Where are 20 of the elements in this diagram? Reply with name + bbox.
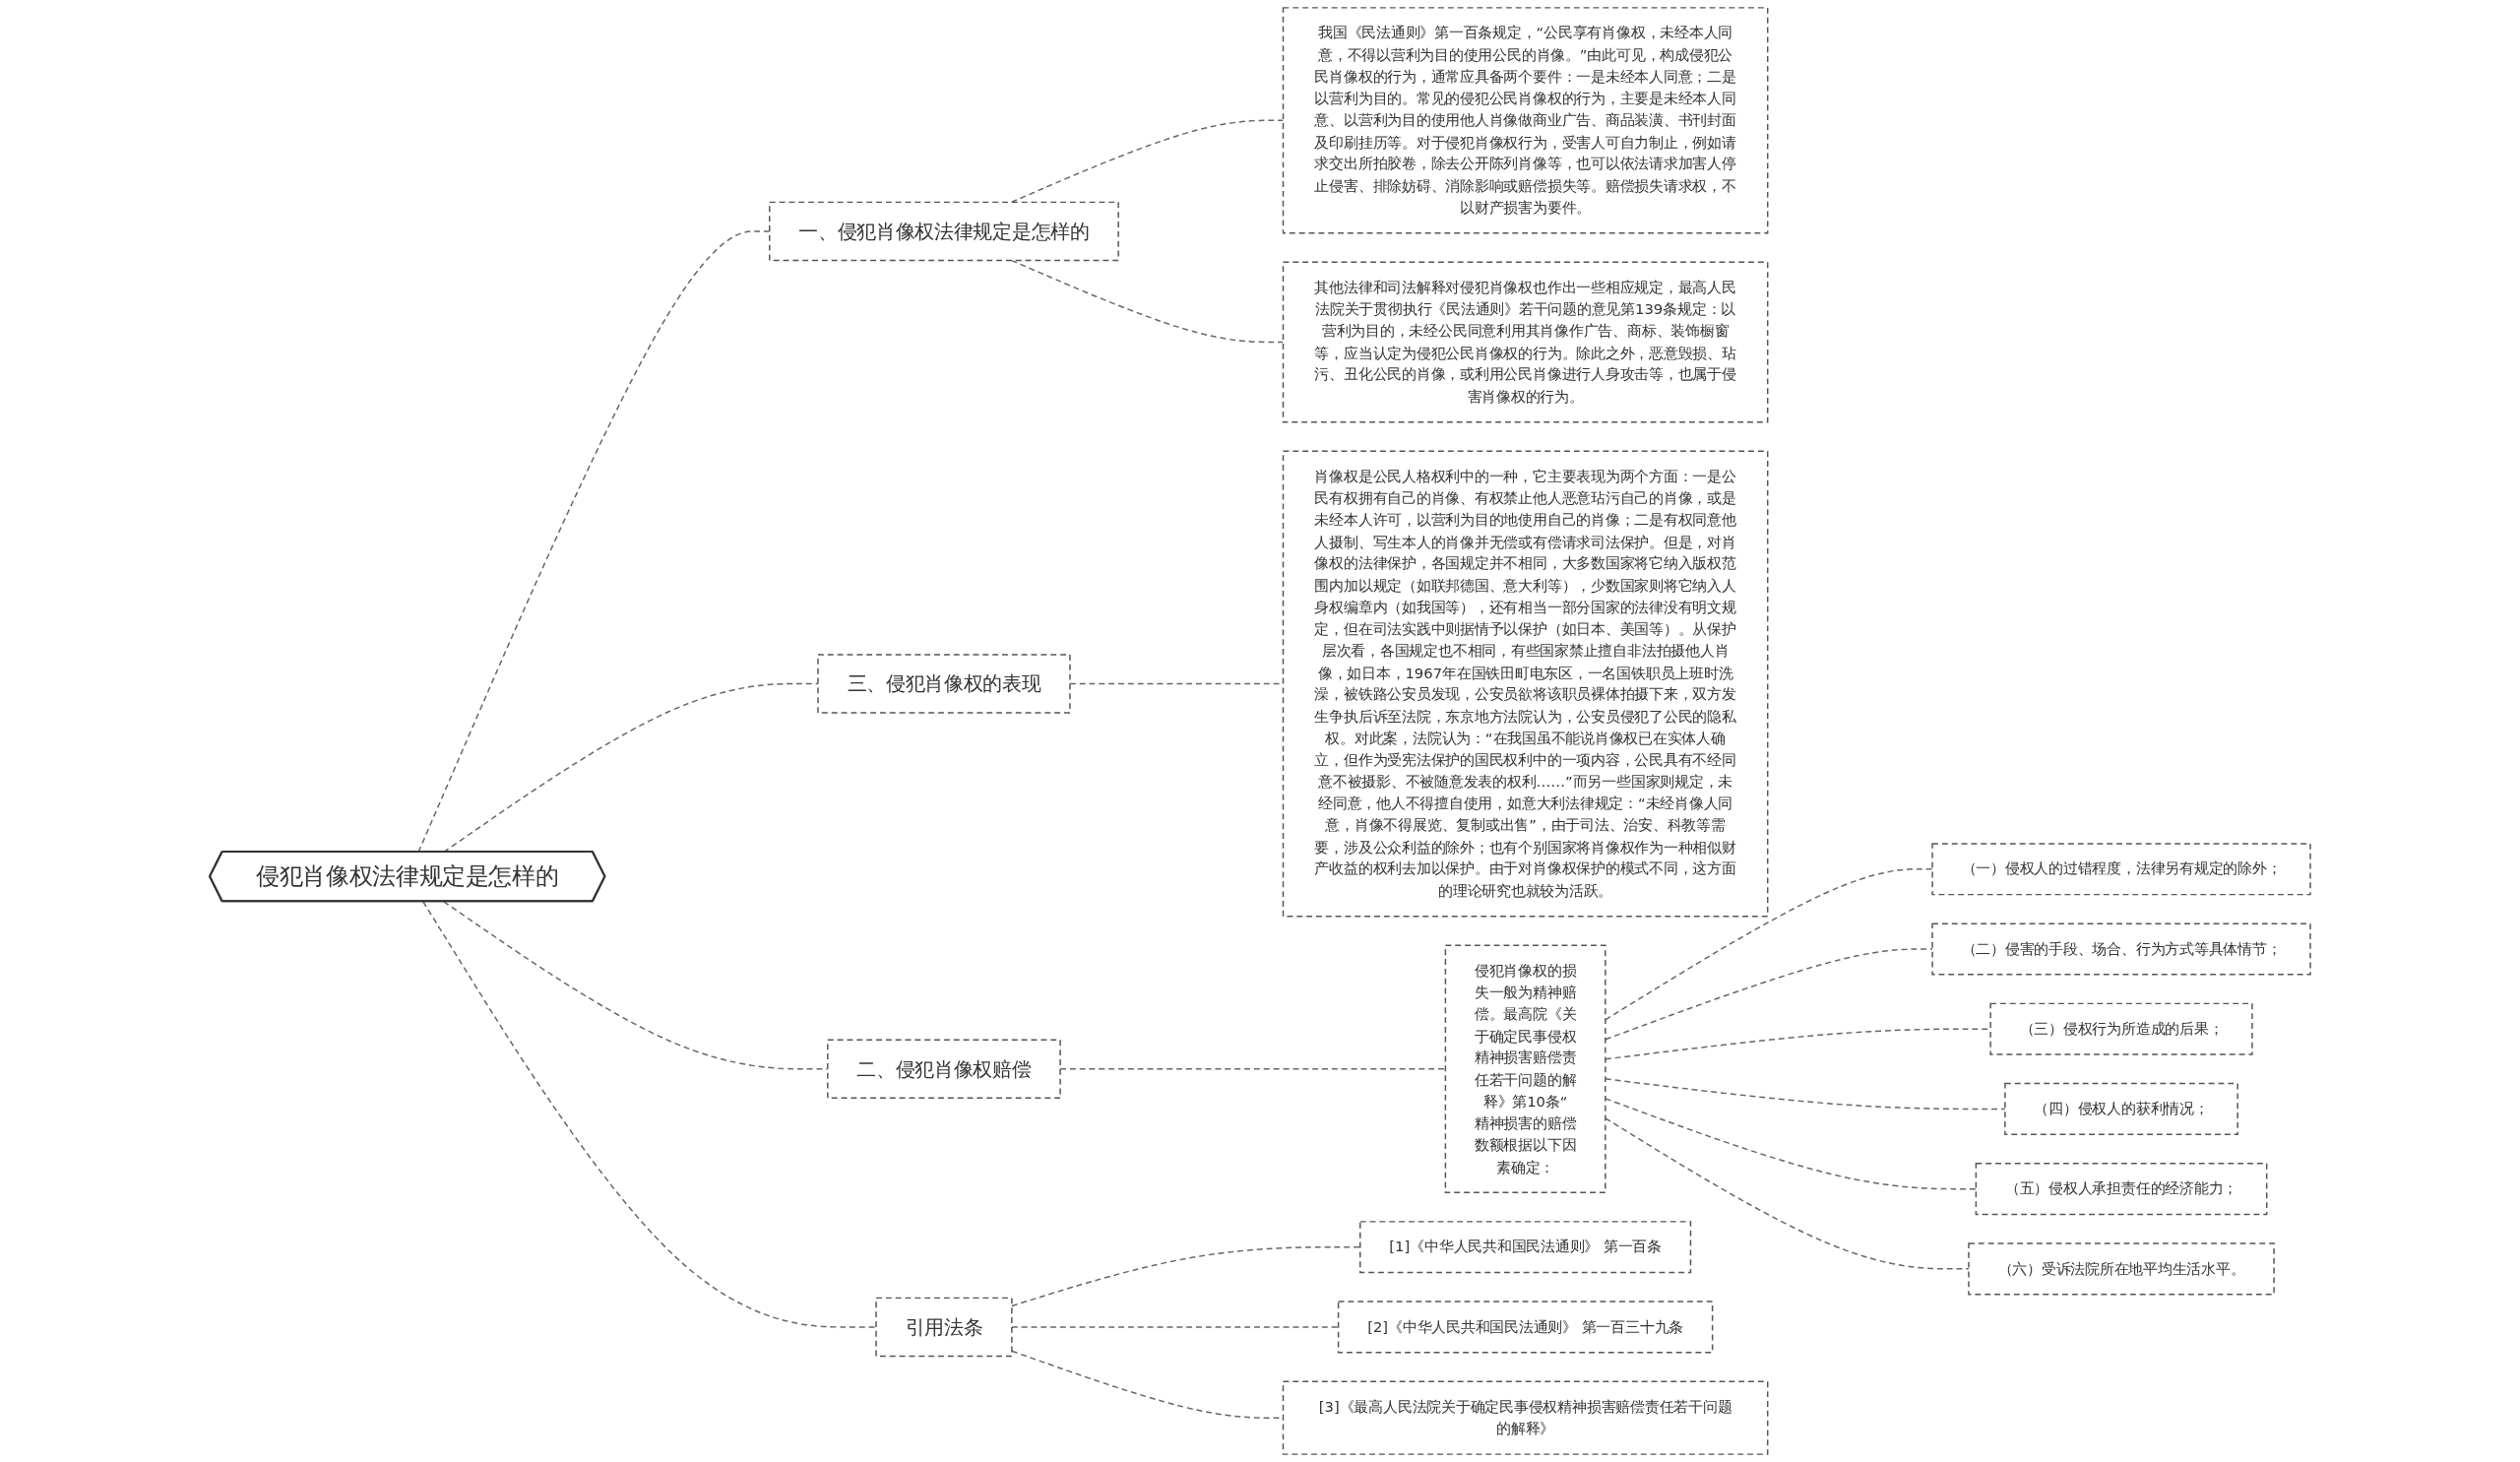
- node-box: 肖像权是公民人格权利中的一种，它主要表现为两个方面：一是公民有权拥有自己的肖像、有权禁止他人恶意玷污自己的肖像，或是未经本人许可，以营利为目的地使用自己的肖像；二是有权同意他人摄制、写生本人的肖像并无偿或有偿请求司法保护。但是，对肖像权的法律保护，各国规定并不相同，大多数国家将它纳入版权范围内加以规定（如联邦德国、意大利等），少数国家则将它纳入人身权编章内（如我国等），还有相当一部分国家的法律没有明文规定，但在司法实践中则据情予以保护（如日本、美国等）。从保护层次看，各国规定也不相同，有些国家禁止擅自非法拍摄他人肖像，如日本，1967年在国铁田町电东区，一名国铁职员上班时洗澡，被铁路公安员发现，公安员欲将该职员裸体拍摄下来，双方发生争执后诉至法院，东京地方法院认为，公安员侵犯了公民的隐私权。对此案，法院认为：“在我国虽不能说肖像权已在实体人确立，但作为受宪法保护的国民权利中的一项内容，公民具有不经同意不被摄影、不被随意发表的权利……”而另一些国家则规定，未经同意，他人不得擅自使用，如意大利法律规定：“未经肖像人同意，肖像不得展览、复制或出售”，由于司法、治安、科教等需要，涉及公众利益的除外；也有个别国家将肖像权作为一种相似财产收益的权利去加以保护。由于对肖像权保护的模式不同，这方面的理论研究也就较为活跃。: [1282, 450, 1769, 918]
- node-box: [1]《中华人民共和国民法通则》 第一百条: [1359, 1221, 1692, 1274]
- node-box: 引用法条: [875, 1297, 1013, 1358]
- node-box: 其他法律和司法解释对侵犯肖像权也作出一些相应规定，最高人民法院关于贯彻执行《民法通则》若干问题的意见第139条规定：以营利为目的，未经公民同意利用其肖像作广告、商标、装饰橱窗等，应当认定为侵犯公民肖像权的行为。除此之外，恶意毁损、玷污、丑化公民的肖像，或利用公民肖像进行人身攻击等，也属于侵害肖像权的行为。: [1282, 261, 1769, 423]
- node-box: （四）侵权人的获利情况；: [2004, 1082, 2238, 1135]
- node-box: 二、侵犯肖像权赔偿: [827, 1039, 1061, 1100]
- connector: [1605, 948, 1933, 1041]
- node-box: （六）受诉法院所在地平均生活水平。: [1968, 1242, 2275, 1296]
- connector: [422, 901, 877, 1328]
- node-box: 侵犯肖像权的损失一般为精神赔偿。最高院《关于确定民事侵权精神损害赔偿责任若干问题的解释》第10条“精神损害的赔偿数额根据以下因素确定：: [1444, 944, 1606, 1194]
- node-box: [3]《最高人民法院关于确定民事侵权精神损害赔偿责任若干问题的解释》: [1282, 1380, 1769, 1455]
- node-box: （一）侵权人的过错程度，法律另有规定的除外；: [1931, 843, 2311, 896]
- node-box: 三、侵犯肖像权的表现: [817, 654, 1071, 714]
- node-box: （二）侵害的手段、场合、行为方式等具体情节；: [1931, 922, 2311, 976]
- connector: [1605, 868, 1933, 1021]
- node-box: 一、侵犯肖像权法律规定是怎样的: [769, 201, 1119, 262]
- node-box: （三）侵权行为所造成的后果；: [1989, 1002, 2253, 1055]
- node-box: 我国《民法通则》第一百条规定，“公民享有肖像权，未经本人同意，不得以营利为目的使用公民的肖像。”由此可见，构成侵犯公民肖像权的行为，通常应具备两个要件：一是未经本人同意；二是以营利为目的。常见的侵犯公民肖像权的行为，主要是未经本人同意、以营利为目的使用他人肖像做商业广告、商品装潢、书刊封面及印刷挂历等。对于侵犯肖像权行为，受害人可自力制止，例如请求交出所拍胶卷，除去公开陈列肖像等，也可以依法请求加害人停止侵害、排除妨碍、消除影响或赔偿损失等。赔偿损失请求权，不以财产损害为要件。: [1282, 7, 1769, 234]
- node-box: （五）侵权人承担责任的经济能力；: [1975, 1163, 2268, 1216]
- node-box: [2]《中华人民共和国民法通则》 第一百三十九条: [1337, 1301, 1714, 1354]
